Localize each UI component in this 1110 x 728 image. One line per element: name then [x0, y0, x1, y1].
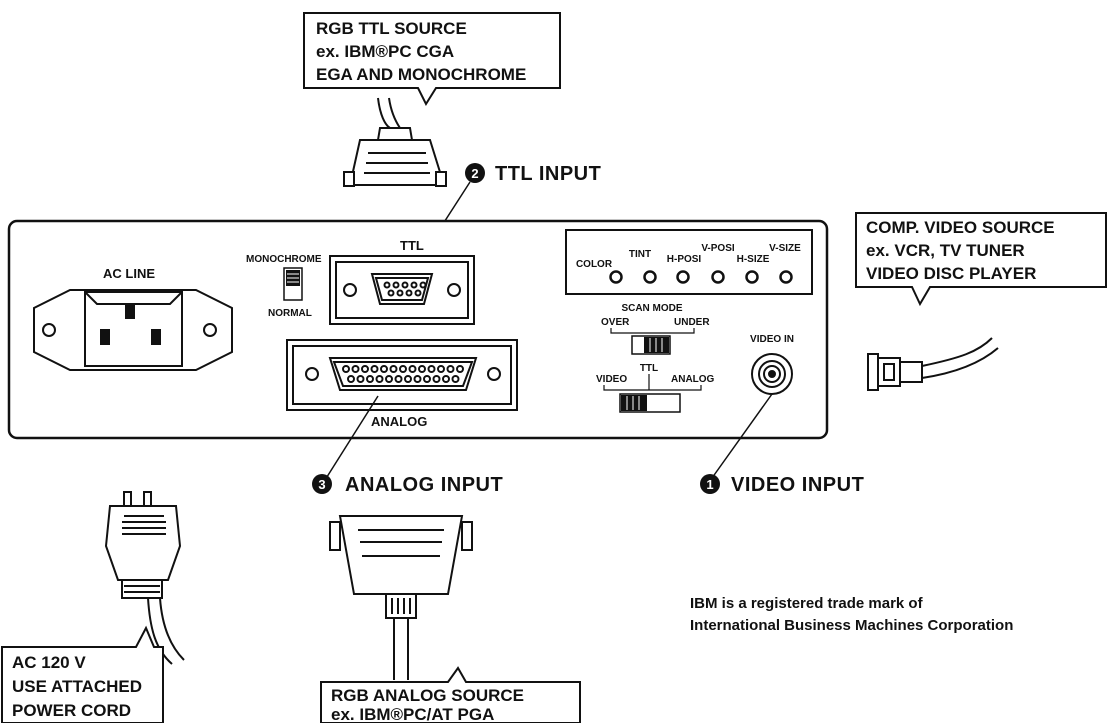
callout-ac-line-2: USE ATTACHED [12, 677, 142, 696]
h-size-knob[interactable] [745, 270, 759, 284]
control-label-tint: TINT [629, 249, 651, 260]
h-posi-knob[interactable] [676, 270, 690, 284]
normal-label: NORMAL [268, 308, 312, 319]
analog-pin [366, 375, 374, 383]
callout-rgb-ttl-line-2: ex. IBM®PC CGA [316, 42, 454, 61]
analog-pin [394, 375, 403, 383]
scan-mode-under-label: UNDER [674, 317, 710, 328]
analog-pin [342, 365, 350, 373]
callout-rgb-ttl-line-1: RGB TTL SOURCE [316, 19, 467, 38]
ttl-cable-connector [343, 97, 447, 187]
analog-port: ANALOG [286, 339, 518, 429]
analog-input-label: 3 ANALOG INPUT [312, 395, 503, 496]
analog-pin [451, 375, 460, 383]
analog-pin [347, 375, 355, 383]
analog-pin [456, 365, 464, 373]
analog-pin [356, 375, 365, 383]
monochrome-label: MONOCHROME [246, 254, 322, 265]
trademark-line-1: IBM is a registered trade mark of [690, 595, 924, 612]
analog-pin [385, 375, 393, 383]
ttl-input-text: TTL INPUT [495, 163, 601, 185]
analog-pin [432, 375, 441, 383]
callout-rgb-ttl-source: RGB TTL SOURCE ex. IBM®PC CGA EGA AND MO… [303, 12, 561, 107]
ttl-port: TTL [329, 238, 475, 325]
analog-pins [342, 365, 464, 383]
analog-pin [418, 365, 426, 373]
trademark-note: IBM is a registered trade mark of Intern… [690, 595, 1013, 634]
callout-comp-video-source: COMP. VIDEO SOURCE ex. VCR, TV TUNER VID… [855, 212, 1107, 307]
callout-comp-video-line-2: ex. VCR, TV TUNER [866, 241, 1025, 260]
control-label-h-posi: H-POSI [667, 254, 702, 265]
scan-mode-switch[interactable]: SCAN MODE OVER UNDER [601, 303, 710, 355]
callout-ac-line-1: AC 120 V [12, 653, 86, 672]
analog-pin [399, 365, 407, 373]
video-input-text: VIDEO INPUT [731, 474, 864, 496]
analog-pin [437, 365, 445, 373]
analog-pin [413, 375, 422, 383]
analog-pin [442, 375, 450, 383]
signal-select-analog-label: ANALOG [671, 374, 715, 385]
ttl-port-label: TTL [400, 238, 424, 253]
callout-comp-video-line-1: COMP. VIDEO SOURCE [866, 218, 1055, 237]
video-input-marker [700, 474, 720, 494]
analog-port-label: ANALOG [371, 414, 427, 429]
bnc-plug [867, 337, 999, 391]
v-posi-knob[interactable] [711, 270, 725, 284]
v-size-knob[interactable] [779, 270, 793, 284]
ttl-input-label: 2 TTL INPUT [411, 163, 601, 273]
power-cord-plug [104, 491, 185, 665]
analog-cable-connector [329, 515, 473, 680]
ac-line-socket: AC LINE [33, 266, 233, 371]
signal-select-ttl-label: TTL [640, 363, 658, 374]
monochrome-normal-switch[interactable]: MONOCHROME NORMAL [246, 254, 322, 319]
analog-input-number: 3 [318, 477, 325, 492]
analog-pin [380, 365, 388, 373]
trademark-line-2: International Business Machines Corporat… [690, 617, 1013, 634]
analog-input-marker [312, 474, 332, 494]
scan-mode-title: SCAN MODE [621, 303, 682, 314]
video-input-number: 1 [706, 477, 713, 492]
callout-comp-video-line-3: VIDEO DISC PLAYER [866, 264, 1036, 283]
control-label-v-size: V-SIZE [769, 243, 801, 254]
callout-ac-power: AC 120 V USE ATTACHED POWER CORD [1, 625, 164, 724]
analog-pin [408, 365, 417, 373]
analog-pin [370, 365, 379, 373]
control-label-h-size: H-SIZE [737, 254, 770, 265]
ttl-input-marker [465, 163, 485, 183]
callout-rgb-analog-line-2: ex. IBM®PC/AT PGA [331, 705, 494, 723]
callout-rgb-analog-line-1: RGB ANALOG SOURCE [331, 686, 524, 705]
signal-select-switch[interactable]: TTL VIDEO ANALOG [596, 363, 715, 413]
control-label-v-posi: V-POSI [701, 243, 735, 254]
signal-select-video-label: VIDEO [596, 374, 627, 385]
video-input-label: 1 VIDEO INPUT [700, 393, 864, 496]
video-in-jack: VIDEO IN [750, 334, 794, 395]
analog-input-text: ANALOG INPUT [345, 474, 503, 496]
analog-pin [375, 375, 384, 383]
analog-pin [427, 365, 436, 373]
analog-pin [446, 365, 455, 373]
ac-line-label: AC LINE [103, 266, 155, 281]
callout-rgb-ttl-line-3: EGA AND MONOCHROME [316, 65, 526, 84]
callout-rgb-analog-source: RGB ANALOG SOURCE ex. IBM®PC/AT PGA [320, 666, 581, 724]
adjustment-controls: TINT V-POSI V-SIZE COLOR H-POSI H-SIZE [565, 229, 813, 295]
analog-pin [389, 365, 398, 373]
scan-mode-over-label: OVER [601, 317, 630, 328]
callout-ac-line-3: POWER CORD [12, 701, 131, 720]
analog-pin [351, 365, 360, 373]
ttl-input-number: 2 [471, 166, 478, 181]
color-knob[interactable] [609, 270, 623, 284]
video-in-label: VIDEO IN [750, 334, 794, 345]
tint-knob[interactable] [643, 270, 657, 284]
analog-pin [361, 365, 369, 373]
control-label-color: COLOR [576, 259, 613, 270]
analog-pin [404, 375, 412, 383]
analog-pin [423, 375, 431, 383]
